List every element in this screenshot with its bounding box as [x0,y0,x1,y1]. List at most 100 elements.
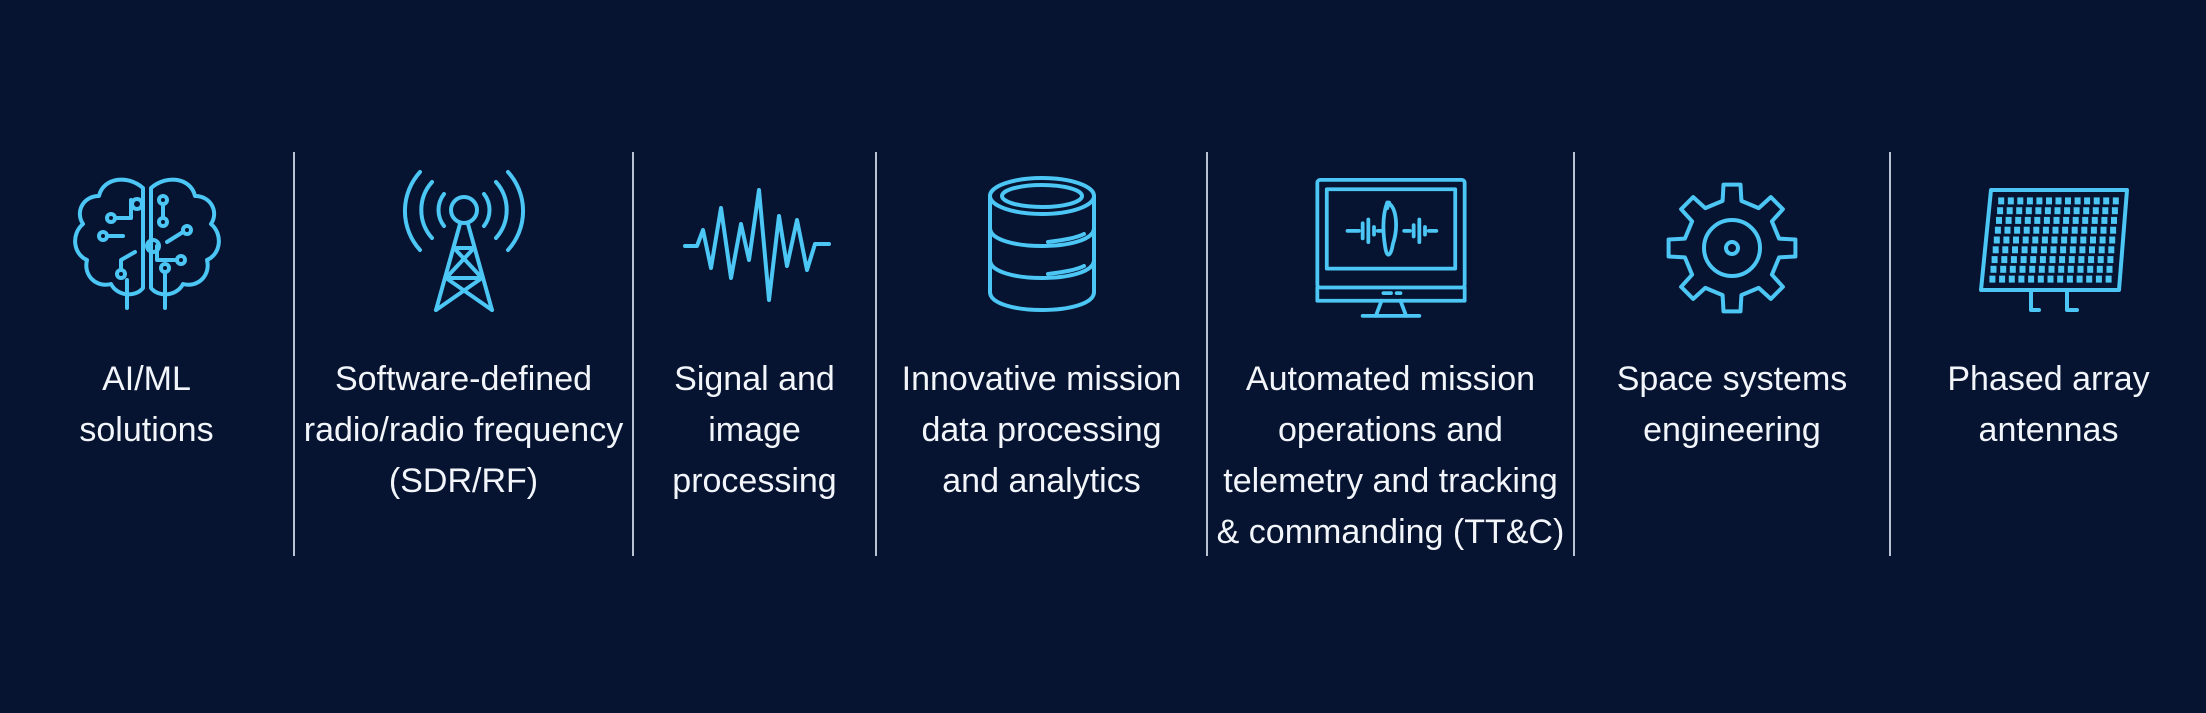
antenna-element [2079,236,2086,244]
antenna-element [2108,236,2115,244]
antenna-element [2058,256,2065,264]
antenna-element [2044,207,2051,215]
antenna-element [2077,256,2084,264]
antenna-element [2029,256,2036,264]
antenna-element [2008,275,2015,283]
antenna-element [2106,256,2113,264]
label-line: Automated mission [1245,360,1536,398]
antenna-element [2055,197,2061,205]
antenna-element [1990,265,1996,273]
antenna-element [1991,256,1998,264]
antenna-element [2057,265,2064,273]
database-icon [952,160,1132,330]
antenna-element [2087,256,2094,264]
antenna-element [2095,275,2102,283]
antenna-element [2074,197,2081,205]
antenna-element [2080,226,2087,234]
antenna-element [2040,246,2047,254]
antenna-element [2014,216,2021,224]
antenna-element [2073,207,2080,215]
antenna-element [2039,256,2046,264]
antenna-element [2053,216,2059,224]
antenna-element [1999,265,2006,273]
antenna-element [2050,246,2056,254]
label-line: and analytics [942,462,1141,500]
antenna-element [2110,216,2117,224]
antenna-element [2047,275,2053,283]
antenna-element [2034,207,2041,215]
antenna-element [2061,226,2068,234]
antenna-element [2066,275,2073,283]
divider [1573,152,1575,556]
divider [293,152,295,556]
antenna-element [2076,275,2083,283]
antenna-element [2016,197,2023,205]
antenna-element [2099,236,2106,244]
divider [875,152,877,556]
antenna-element [2043,216,2050,224]
label-line: Software-defined [334,360,593,398]
antenna-element [2093,197,2100,205]
antenna-element [2032,226,2039,234]
antenna-element [2081,216,2088,224]
antenna-element [2013,226,2020,234]
antenna-element [2054,207,2060,215]
antenna-element [2002,236,2009,244]
antenna-element [2021,246,2028,254]
capability-label: Innovative mission data processing and a… [877,354,1206,507]
antenna-element [2011,246,2018,254]
antenna-element [2030,246,2037,254]
antenna-element [1992,246,1999,254]
antenna-element [2100,226,2106,234]
antenna-element [2098,246,2105,254]
capability-phased-array: Phased array antennas [1891,0,2206,713]
antenna-element [2096,265,2103,273]
antenna-element [2060,236,2067,244]
capability-signal-image: Signal and image processing [634,0,875,713]
label-line: operations and [1278,411,1503,449]
antenna-element [2111,207,2118,215]
antenna-element [2085,275,2092,283]
antenna-element [2106,265,2112,273]
label-line: (SDR/RF) [388,462,539,500]
label-line: Phased array [1947,360,2150,398]
capability-label: AI/ML solutions [0,354,293,456]
antenna-element [2107,246,2114,254]
antenna-element [2012,236,2019,244]
label-line: engineering [1643,411,1821,449]
antenna-element [2071,226,2078,234]
antenna-element [2102,197,2109,205]
antenna-element [1988,275,1995,283]
phased-array-panel-icon [1959,160,2139,330]
label-line: image [708,411,801,449]
antenna-element [2063,207,2070,215]
antenna-element [2037,275,2044,283]
antenna-element [1997,197,2004,205]
capability-data-analytics: Innovative mission data processing and a… [877,0,1206,713]
antenna-element [2112,197,2119,205]
antenna-element [2064,197,2071,205]
antenna-element [2035,197,2042,205]
antenna-element [2006,207,2013,215]
capability-label: Automated mission operations and telemet… [1208,354,1573,558]
antenna-element [2068,256,2075,264]
antenna-element [2090,226,2097,234]
capability-sdr-rf: Software-defined radio/radio frequency (… [295,0,632,713]
antenna-element [2056,275,2063,283]
antenna-element [1995,216,2002,224]
antenna-element [2088,246,2095,254]
capability-space-systems: Space systems engineering [1575,0,1889,713]
antenna-element [2020,256,2027,264]
label-line: Space systems [1616,360,1848,398]
label-line: & commanding (TT&C) [1216,513,1565,551]
antenna-element [1994,226,2001,234]
divider [1206,152,1208,556]
antenna-element [1996,207,2003,215]
antenna-element [2109,226,2116,234]
antenna-element [2097,256,2104,264]
antenna-element [2022,236,2029,244]
antenna-element [2048,265,2054,273]
antenna-element [2027,275,2034,283]
antenna-element [1993,236,2000,244]
antenna-element [2000,256,2007,264]
